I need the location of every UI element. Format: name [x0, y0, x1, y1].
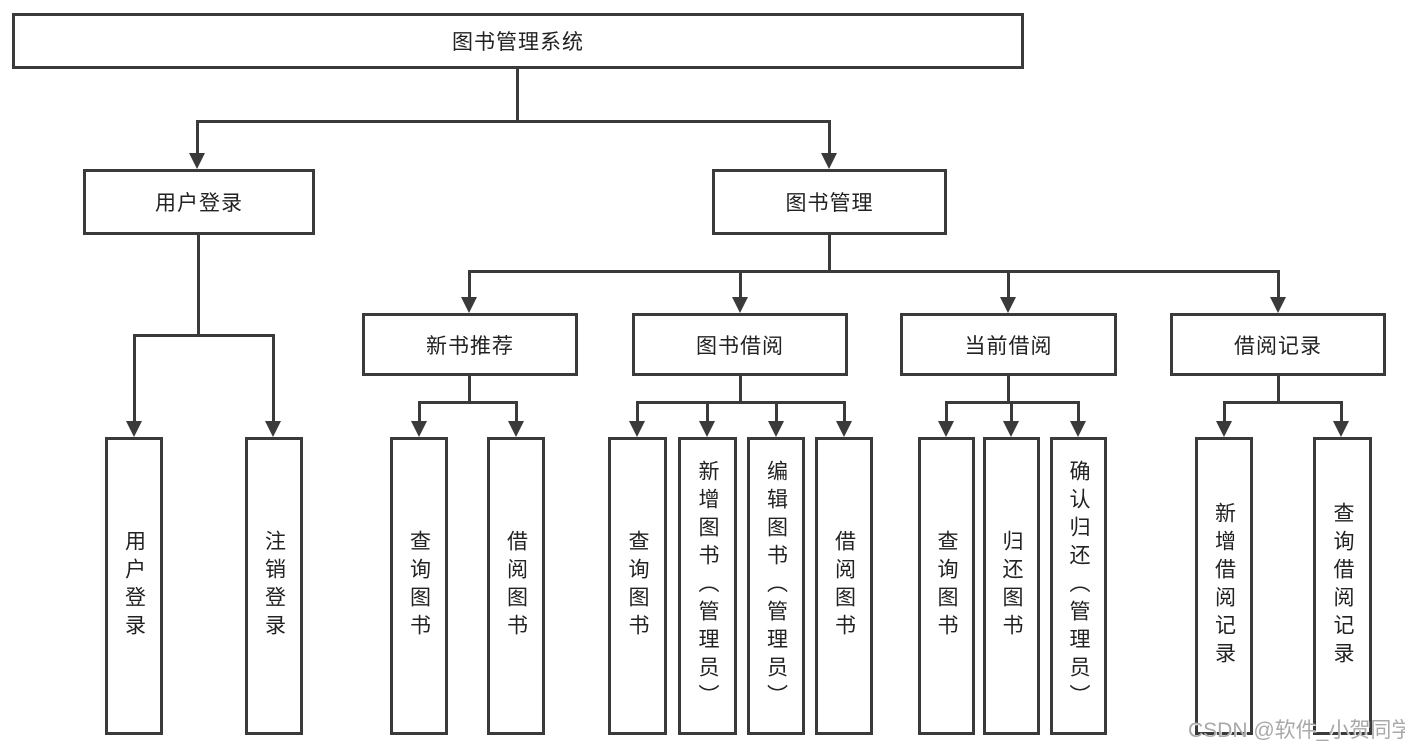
leaf-add-books-admin: 新增图书（管理员）: [678, 437, 737, 735]
connector-line: [775, 401, 778, 422]
node-label: 新增借阅记录: [1212, 502, 1236, 670]
leaf-borrow-books: 借阅图书: [815, 437, 873, 735]
connector-line: [468, 270, 471, 298]
arrowhead-down-icon: [1070, 421, 1086, 437]
arrowhead-down-icon: [189, 153, 205, 169]
connector-line: [418, 401, 421, 422]
node-label: 图书管理: [785, 192, 874, 215]
connector-line: [1007, 376, 1010, 404]
node-label: 用户登录: [155, 192, 243, 215]
connector-line: [1077, 401, 1080, 422]
node-user-login: 用户登录: [83, 169, 315, 235]
node-label: 用户登录: [122, 530, 146, 642]
leaf-query-books: 查询图书: [608, 437, 667, 735]
node-label: 新增图书（管理员）: [696, 460, 719, 712]
node-current-borrow: 当前借阅: [900, 313, 1117, 376]
connector-line: [196, 120, 199, 154]
node-label: 归还图书: [1000, 530, 1023, 642]
connector-line: [843, 401, 846, 422]
connector-line: [272, 334, 275, 422]
connector-line: [828, 120, 831, 154]
node-label: 查询图书: [407, 530, 431, 642]
node-label: 借阅记录: [1234, 334, 1322, 358]
arrowhead-down-icon: [699, 421, 715, 437]
arrowhead-down-icon: [629, 421, 645, 437]
leaf-borrow-books: 借阅图书: [487, 437, 545, 735]
arrowhead-down-icon: [938, 421, 954, 437]
leaf-confirm-return-admin: 确认归还（管理员）: [1050, 437, 1107, 735]
connector-line: [468, 270, 1280, 273]
node-label: 注销登录: [262, 530, 286, 642]
node-label: 新书推荐: [426, 334, 514, 358]
node-label: 图书借阅: [696, 334, 784, 358]
node-borrow-records: 借阅记录: [1170, 313, 1386, 376]
connector-line: [468, 376, 471, 404]
connector-line: [636, 401, 639, 422]
node-label: 查询图书: [626, 530, 649, 642]
arrowhead-down-icon: [1003, 421, 1019, 437]
connector-line: [1277, 376, 1280, 404]
connector-line: [197, 235, 200, 337]
node-label: 借阅图书: [832, 530, 856, 642]
leaf-add-borrow-record: 新增借阅记录: [1195, 437, 1253, 735]
node-book-borrow: 图书借阅: [632, 313, 848, 376]
arrowhead-down-icon: [1000, 297, 1016, 313]
arrowhead-down-icon: [1333, 421, 1349, 437]
csdn-watermark: CSDN @软件_小贺同学: [1188, 719, 1405, 742]
node-label: 编辑图书（管理员）: [764, 460, 788, 712]
leaf-logout: 注销登录: [245, 437, 303, 735]
arrowhead-down-icon: [836, 421, 852, 437]
connector-line: [945, 401, 948, 422]
connector-line: [1223, 401, 1343, 404]
arrowhead-down-icon: [821, 153, 837, 169]
connector-line: [133, 334, 136, 422]
node-new-book-recommend: 新书推荐: [362, 313, 578, 376]
node-label: 当前借阅: [964, 334, 1053, 358]
node-label: 图书管理系统: [452, 31, 584, 54]
node-label: 确认归还（管理员）: [1067, 460, 1090, 712]
connector-line: [1007, 270, 1010, 298]
connector-line: [197, 120, 831, 123]
arrowhead-down-icon: [1216, 421, 1232, 437]
arrowhead-down-icon: [732, 297, 748, 313]
connector-line: [739, 376, 742, 404]
leaf-edit-books-admin: 编辑图书（管理员）: [747, 437, 805, 735]
connector-line: [1277, 270, 1280, 298]
leaf-query-books: 查询图书: [918, 437, 975, 735]
node-label: 查询借阅记录: [1331, 502, 1354, 670]
connector-line: [1223, 401, 1226, 422]
connector-line: [706, 401, 709, 422]
arrowhead-down-icon: [126, 421, 142, 437]
leaf-query-borrow-record: 查询借阅记录: [1313, 437, 1372, 735]
leaf-return-books: 归还图书: [983, 437, 1040, 735]
leaf-query-books: 查询图书: [390, 437, 448, 735]
arrowhead-down-icon: [411, 421, 427, 437]
arrowhead-down-icon: [508, 421, 524, 437]
node-library-management-system: 图书管理系统: [12, 13, 1024, 69]
node-label: 查询图书: [935, 530, 958, 642]
arrowhead-down-icon: [768, 421, 784, 437]
leaf-user-login: 用户登录: [105, 437, 163, 735]
connector-line: [739, 270, 742, 298]
node-label: 借阅图书: [504, 530, 528, 642]
arrowhead-down-icon: [461, 297, 477, 313]
connector-line: [1340, 401, 1343, 422]
node-book-management: 图书管理: [712, 169, 947, 235]
connector-line: [515, 401, 518, 422]
connector-line: [1010, 401, 1013, 422]
arrowhead-down-icon: [265, 421, 281, 437]
connector-line: [418, 401, 518, 404]
connector-line: [828, 235, 831, 273]
connector-line: [133, 334, 275, 337]
arrowhead-down-icon: [1270, 297, 1286, 313]
connector-line: [516, 69, 519, 123]
connector-line: [636, 401, 846, 404]
